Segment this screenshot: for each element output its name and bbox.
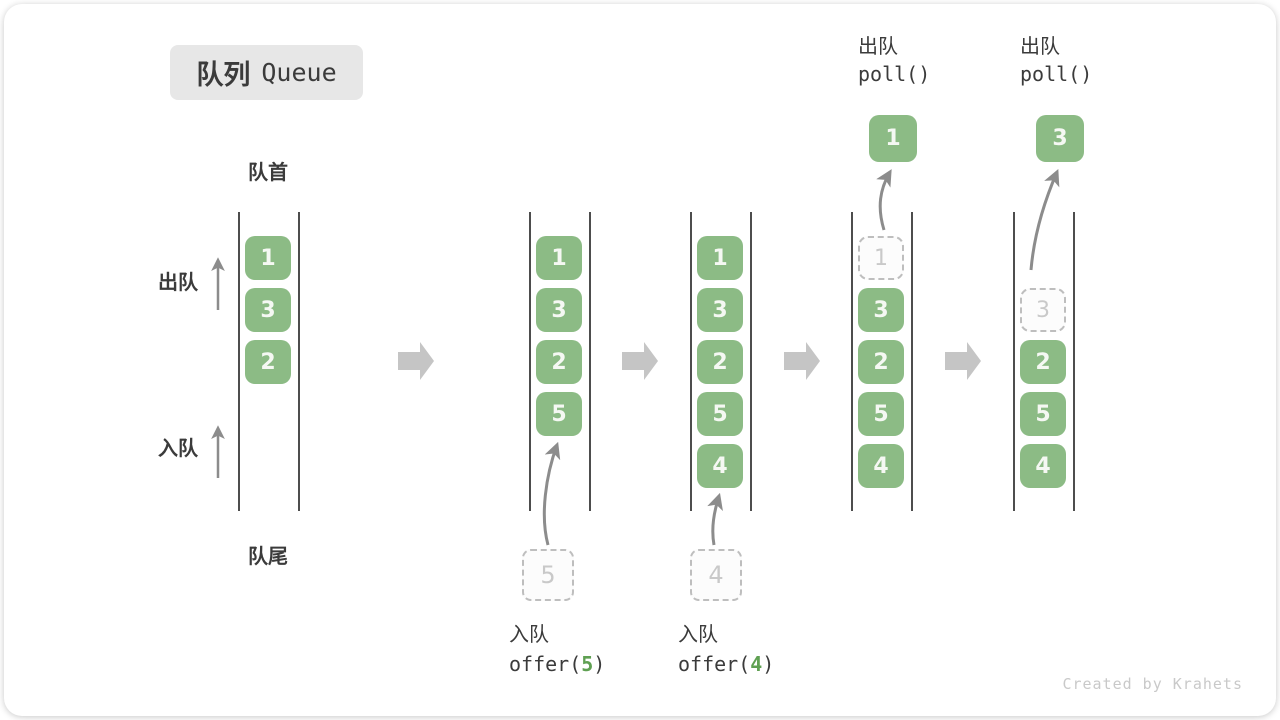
queue-item: 2 <box>536 340 582 384</box>
title-badge: 队列 Queue <box>170 45 363 100</box>
queue-item: 3 <box>858 288 904 332</box>
queue-item: 2 <box>697 340 743 384</box>
dequeue-op-label: 出队 <box>1020 36 1060 58</box>
queue-item: 2 <box>245 340 291 384</box>
queue-item: 3 <box>245 288 291 332</box>
label-queue-front: 队首 <box>248 162 288 184</box>
queue-wall-right <box>589 212 591 511</box>
queue-item: 2 <box>1020 340 1066 384</box>
watermark: Created by Krahets <box>1062 675 1243 693</box>
label-queue-rear: 队尾 <box>248 546 288 568</box>
queue-item: 5 <box>536 392 582 436</box>
queue-item: 1 <box>536 236 582 280</box>
queue-item: 3 <box>536 288 582 332</box>
queue-item: 4 <box>697 444 743 488</box>
title-cn: 队列 <box>196 60 251 90</box>
queue-item: 5 <box>697 392 743 436</box>
op-code-suffix: ) <box>762 652 775 676</box>
queue-item: 5 <box>1020 392 1066 436</box>
op-code-prefix: offer( <box>509 652 582 676</box>
queue-item: 5 <box>858 392 904 436</box>
queue-wall-left <box>238 212 240 511</box>
queue-wall-right <box>298 212 300 511</box>
queue-wall-right <box>750 212 752 511</box>
queue-wall-left <box>529 212 531 511</box>
pending-enqueue-item: 5 <box>522 549 574 601</box>
queue-item-ghost: 1 <box>858 236 904 280</box>
queue-item-ghost: 3 <box>1020 288 1066 332</box>
queue-wall-left <box>690 212 692 511</box>
queue-item: 1 <box>697 236 743 280</box>
queue-item: 2 <box>858 340 904 384</box>
queue-item: 4 <box>858 444 904 488</box>
queue-item: 1 <box>245 236 291 280</box>
op-code-prefix: offer( <box>678 652 751 676</box>
op-code-suffix: ) <box>593 652 606 676</box>
queue-item: 3 <box>697 288 743 332</box>
diagram-card <box>4 4 1276 716</box>
queue-wall-left <box>1013 212 1015 511</box>
enqueue-op-code: offer(4) <box>678 652 774 676</box>
op-code-arg: 5 <box>581 652 594 676</box>
label-dequeue-direction: 出队 <box>158 272 198 294</box>
op-code-arg: 4 <box>750 652 763 676</box>
dequeue-op-label: 出队 <box>858 36 898 58</box>
queue-wall-right <box>911 212 913 511</box>
title-en: Queue <box>261 58 337 87</box>
dequeue-op-code: poll() <box>1020 62 1093 86</box>
queue-wall-right <box>1073 212 1075 511</box>
enqueue-op-label: 入队 <box>678 624 718 646</box>
queue-wall-left <box>851 212 853 511</box>
enqueue-op-code: offer(5) <box>509 652 605 676</box>
label-enqueue-direction: 入队 <box>158 438 198 460</box>
queue-item: 4 <box>1020 444 1066 488</box>
enqueue-op-label: 入队 <box>509 624 549 646</box>
pending-enqueue-item: 4 <box>690 549 742 601</box>
dequeued-item: 1 <box>869 115 917 162</box>
dequeued-item: 3 <box>1036 115 1084 162</box>
dequeue-op-code: poll() <box>858 62 931 86</box>
